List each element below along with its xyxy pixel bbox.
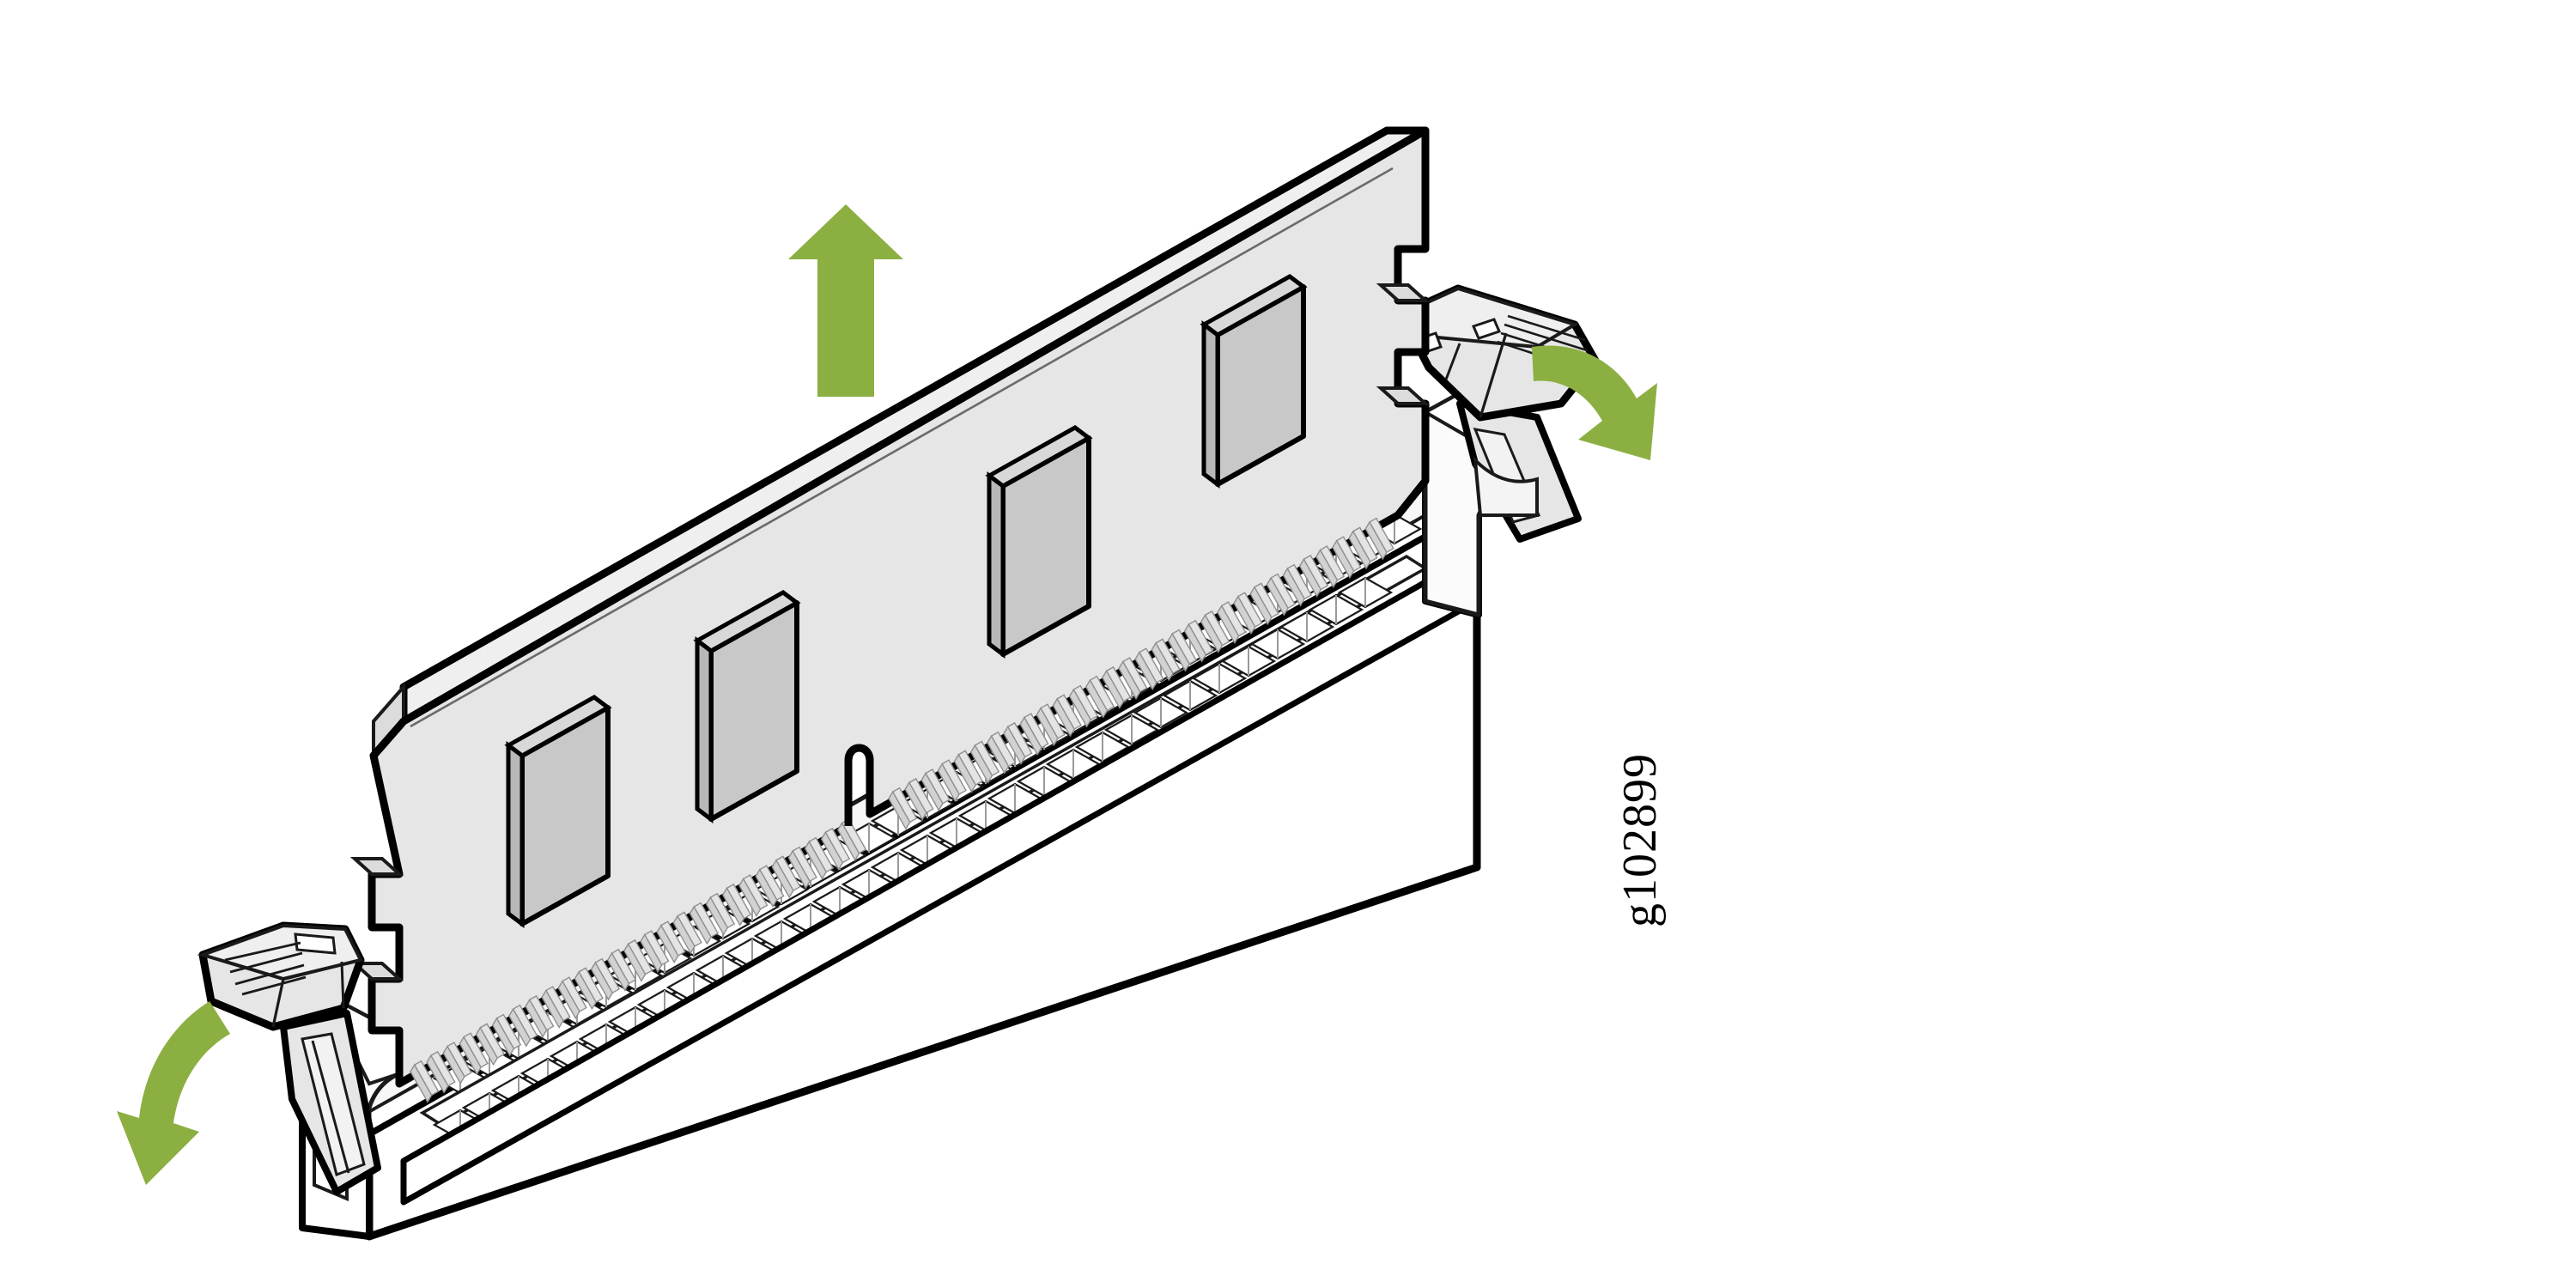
right-latch-arrow	[1532, 345, 1657, 460]
right-latch-detent-1	[1471, 318, 1502, 340]
dimm-chip-3	[985, 425, 1093, 659]
dimm-chip-1	[504, 695, 612, 928]
left-latch-stem-shade	[301, 1032, 366, 1176]
dimm-chip-4	[1200, 274, 1308, 489]
dimm-module[interactable]	[349, 126, 1431, 1103]
chip-1-side	[506, 741, 525, 928]
left-latch-divider-2	[340, 961, 345, 1009]
figure-id-label: g102899	[1613, 753, 1667, 927]
left-latch-stem-inner-line	[311, 1040, 350, 1174]
chip-3-side	[987, 471, 1005, 659]
right-latch-divider	[1479, 332, 1508, 418]
lift-arrow	[788, 204, 903, 397]
right-latch-divider-2	[1444, 343, 1461, 380]
left-ejector-latch[interactable]	[197, 921, 381, 1195]
right-latch-hook	[1473, 455, 1539, 517]
dimm-right-notch-detail	[1376, 283, 1431, 405]
dimm-chip-2	[693, 590, 801, 823]
left-latch-ribs	[224, 941, 307, 996]
chip-2-side	[695, 636, 714, 823]
left-latch-detent	[294, 933, 337, 955]
left-latch-divider	[271, 978, 285, 1028]
dimm-key-notch	[844, 744, 874, 826]
left-latch-arrow	[117, 1001, 230, 1185]
pcb-bevel-line	[410, 167, 1394, 728]
chip-4-side	[1201, 320, 1220, 489]
